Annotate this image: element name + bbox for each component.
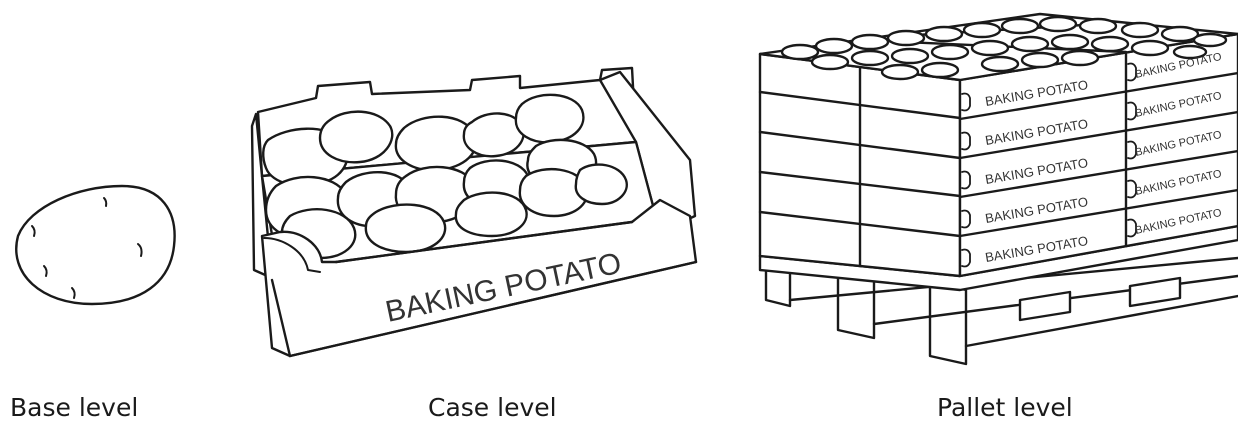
base-level-caption: Base level bbox=[10, 393, 138, 422]
case-level-caption: Case level bbox=[428, 393, 557, 422]
potato-case-illustration: BAKING POTATO bbox=[252, 68, 696, 356]
pallet-level-caption: Pallet level bbox=[937, 393, 1073, 422]
pallet-left-face bbox=[760, 54, 960, 276]
single-potato-illustration bbox=[16, 186, 174, 304]
